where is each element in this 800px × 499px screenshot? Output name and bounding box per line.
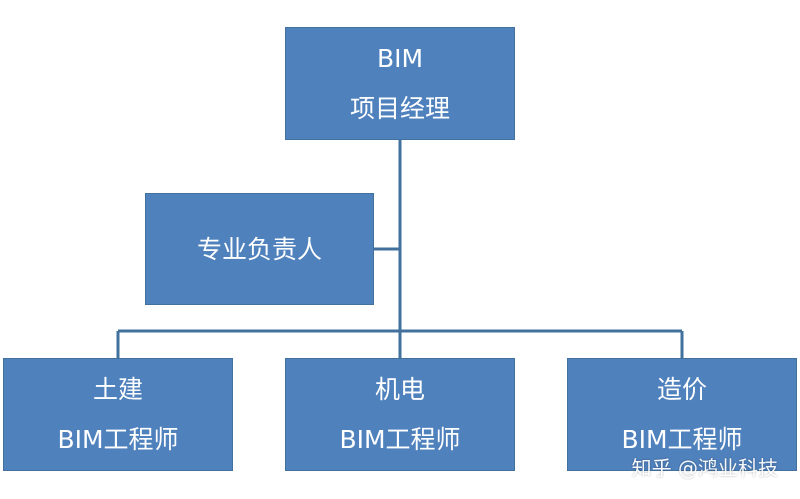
node-mep-line2: BIM工程师 — [339, 425, 461, 454]
node-pm-line2: 项目经理 — [349, 94, 450, 123]
node-mep-line1: 机电 — [374, 375, 425, 404]
node-bim-project-manager: BIM 项目经理 — [285, 27, 515, 140]
node-cost-line2: BIM工程师 — [621, 425, 743, 454]
node-mep-bim-engineer: 机电 BIM工程师 — [285, 358, 515, 471]
node-discipline-lead: 专业负责人 — [145, 193, 374, 305]
node-civil-line1: 土建 — [92, 375, 143, 404]
node-pm-line1: BIM — [376, 44, 424, 73]
watermark-text: 知乎 @鸿业科技 — [631, 456, 778, 480]
node-lead-label: 专业负责人 — [196, 234, 322, 264]
node-cost-line1: 造价 — [656, 375, 707, 404]
node-civil-bim-engineer: 土建 BIM工程师 — [3, 358, 233, 471]
node-civil-line2: BIM工程师 — [57, 425, 179, 454]
node-cost-bim-engineer: 造价 BIM工程师 — [567, 358, 797, 471]
